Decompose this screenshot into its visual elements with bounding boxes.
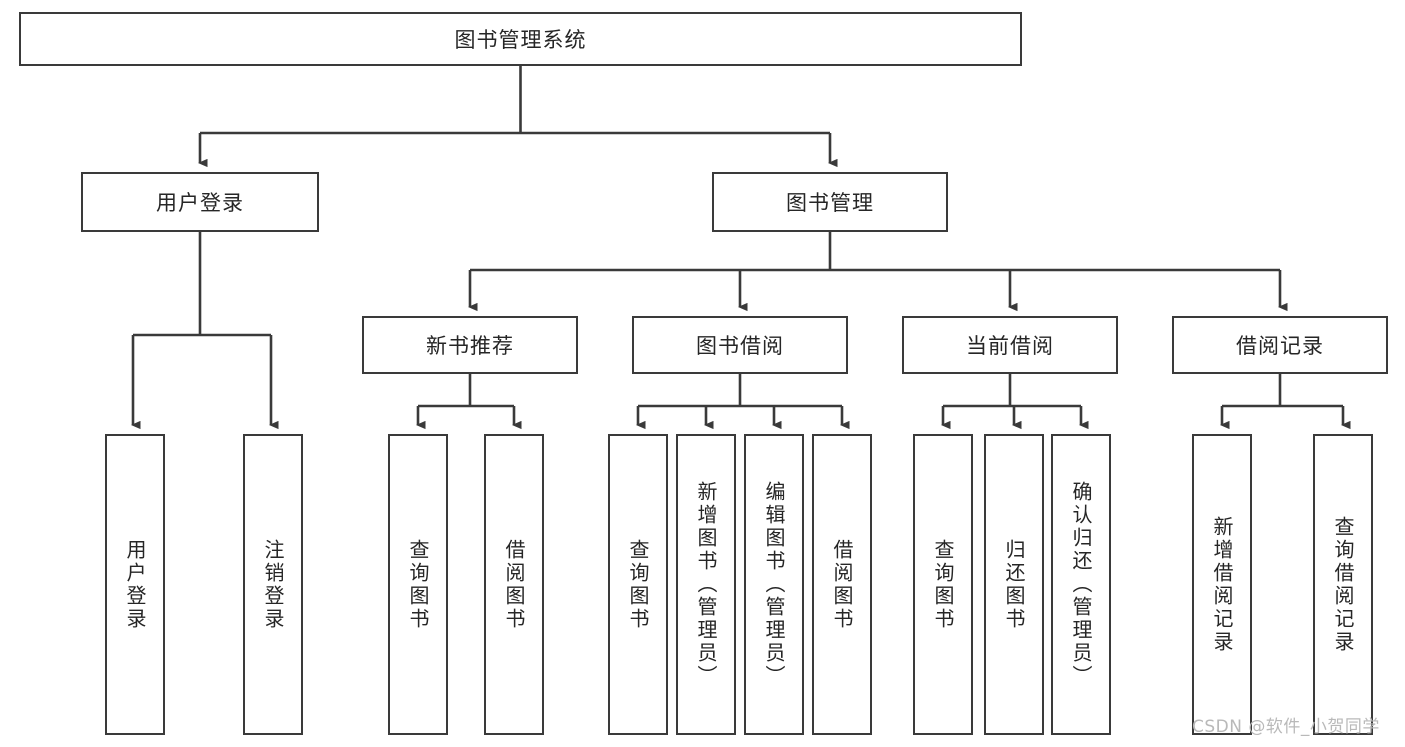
node-book-borrow-label: 图书借阅: [696, 334, 784, 358]
node-borrow-record-label: 借阅记录: [1236, 334, 1324, 358]
node-new-book-rec[interactable]: 新书推荐: [362, 316, 578, 374]
node-current-borrow-label: 当前借阅: [966, 334, 1054, 358]
node-leaf-logout[interactable]: 注销登录: [243, 434, 303, 735]
leaf-label: 查询借阅记录: [1331, 515, 1355, 654]
node-user-login-label: 用户登录: [156, 191, 244, 215]
leaf-label: 借阅图书: [502, 538, 526, 631]
node-book-borrow[interactable]: 图书借阅: [632, 316, 848, 374]
node-leaf-add-book[interactable]: 新增图书（管理员）: [676, 434, 736, 735]
leaf-label: 注销登录: [261, 538, 285, 631]
node-leaf-query-book-1[interactable]: 查询图书: [388, 434, 448, 735]
leaf-label: 查询图书: [931, 538, 955, 631]
node-root-label: 图书管理系统: [454, 28, 587, 52]
leaf-label: 查询图书: [626, 538, 650, 631]
node-book-manage[interactable]: 图书管理: [712, 172, 948, 232]
node-leaf-borrow-book-1[interactable]: 借阅图书: [484, 434, 544, 735]
node-leaf-borrow-book-2[interactable]: 借阅图书: [812, 434, 872, 735]
node-leaf-query-book-2[interactable]: 查询图书: [608, 434, 668, 735]
leaf-label: 查询图书: [406, 538, 430, 631]
node-leaf-add-record[interactable]: 新增借阅记录: [1192, 434, 1252, 735]
leaf-label: 编辑图书（管理员）: [762, 481, 786, 688]
leaf-label: 归还图书: [1002, 538, 1026, 631]
node-root[interactable]: 图书管理系统: [19, 12, 1022, 66]
node-leaf-query-book-3[interactable]: 查询图书: [913, 434, 973, 735]
leaf-label: 确认归还（管理员）: [1069, 481, 1093, 688]
watermark-text: CSDN @软件_小贺同学: [1192, 717, 1380, 737]
leaf-label: 新增图书（管理员）: [694, 481, 718, 688]
leaf-label: 借阅图书: [830, 538, 854, 631]
node-borrow-record[interactable]: 借阅记录: [1172, 316, 1388, 374]
node-leaf-confirm-return[interactable]: 确认归还（管理员）: [1051, 434, 1111, 735]
node-leaf-return-book[interactable]: 归还图书: [984, 434, 1044, 735]
leaf-label: 用户登录: [123, 538, 147, 631]
node-new-book-rec-label: 新书推荐: [426, 334, 514, 358]
node-leaf-user-login[interactable]: 用户登录: [105, 434, 165, 735]
node-leaf-edit-book[interactable]: 编辑图书（管理员）: [744, 434, 804, 735]
node-book-manage-label: 图书管理: [786, 191, 874, 215]
node-current-borrow[interactable]: 当前借阅: [902, 316, 1118, 374]
leaf-label: 新增借阅记录: [1210, 515, 1234, 654]
node-user-login[interactable]: 用户登录: [81, 172, 319, 232]
node-leaf-query-record[interactable]: 查询借阅记录: [1313, 434, 1373, 735]
